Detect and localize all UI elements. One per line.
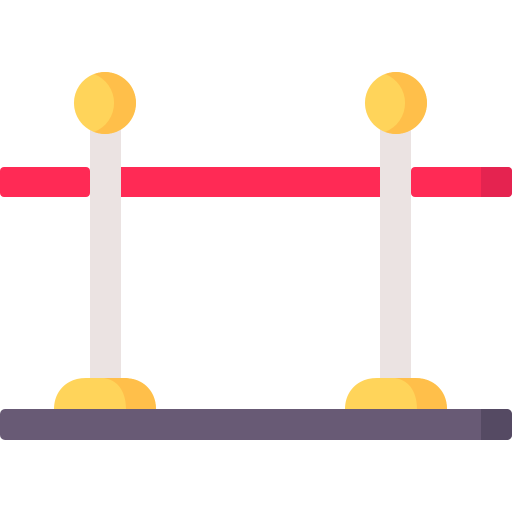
right-post <box>345 72 447 409</box>
floor-bar <box>0 409 512 440</box>
left-post-base-shade <box>104 378 156 409</box>
rope <box>0 167 512 197</box>
rope-left-segment <box>0 167 90 197</box>
right-post-base-shade <box>395 378 447 409</box>
floor <box>0 409 512 440</box>
left-post-pole <box>90 120 121 382</box>
right-post-knob-shade <box>364 72 427 134</box>
rope-end-shade <box>481 167 512 197</box>
left-post-knob-shade <box>73 72 136 134</box>
right-post-pole <box>380 120 411 382</box>
rope-middle-segment <box>121 167 380 197</box>
left-post <box>54 72 156 409</box>
floor-shade <box>481 409 512 440</box>
